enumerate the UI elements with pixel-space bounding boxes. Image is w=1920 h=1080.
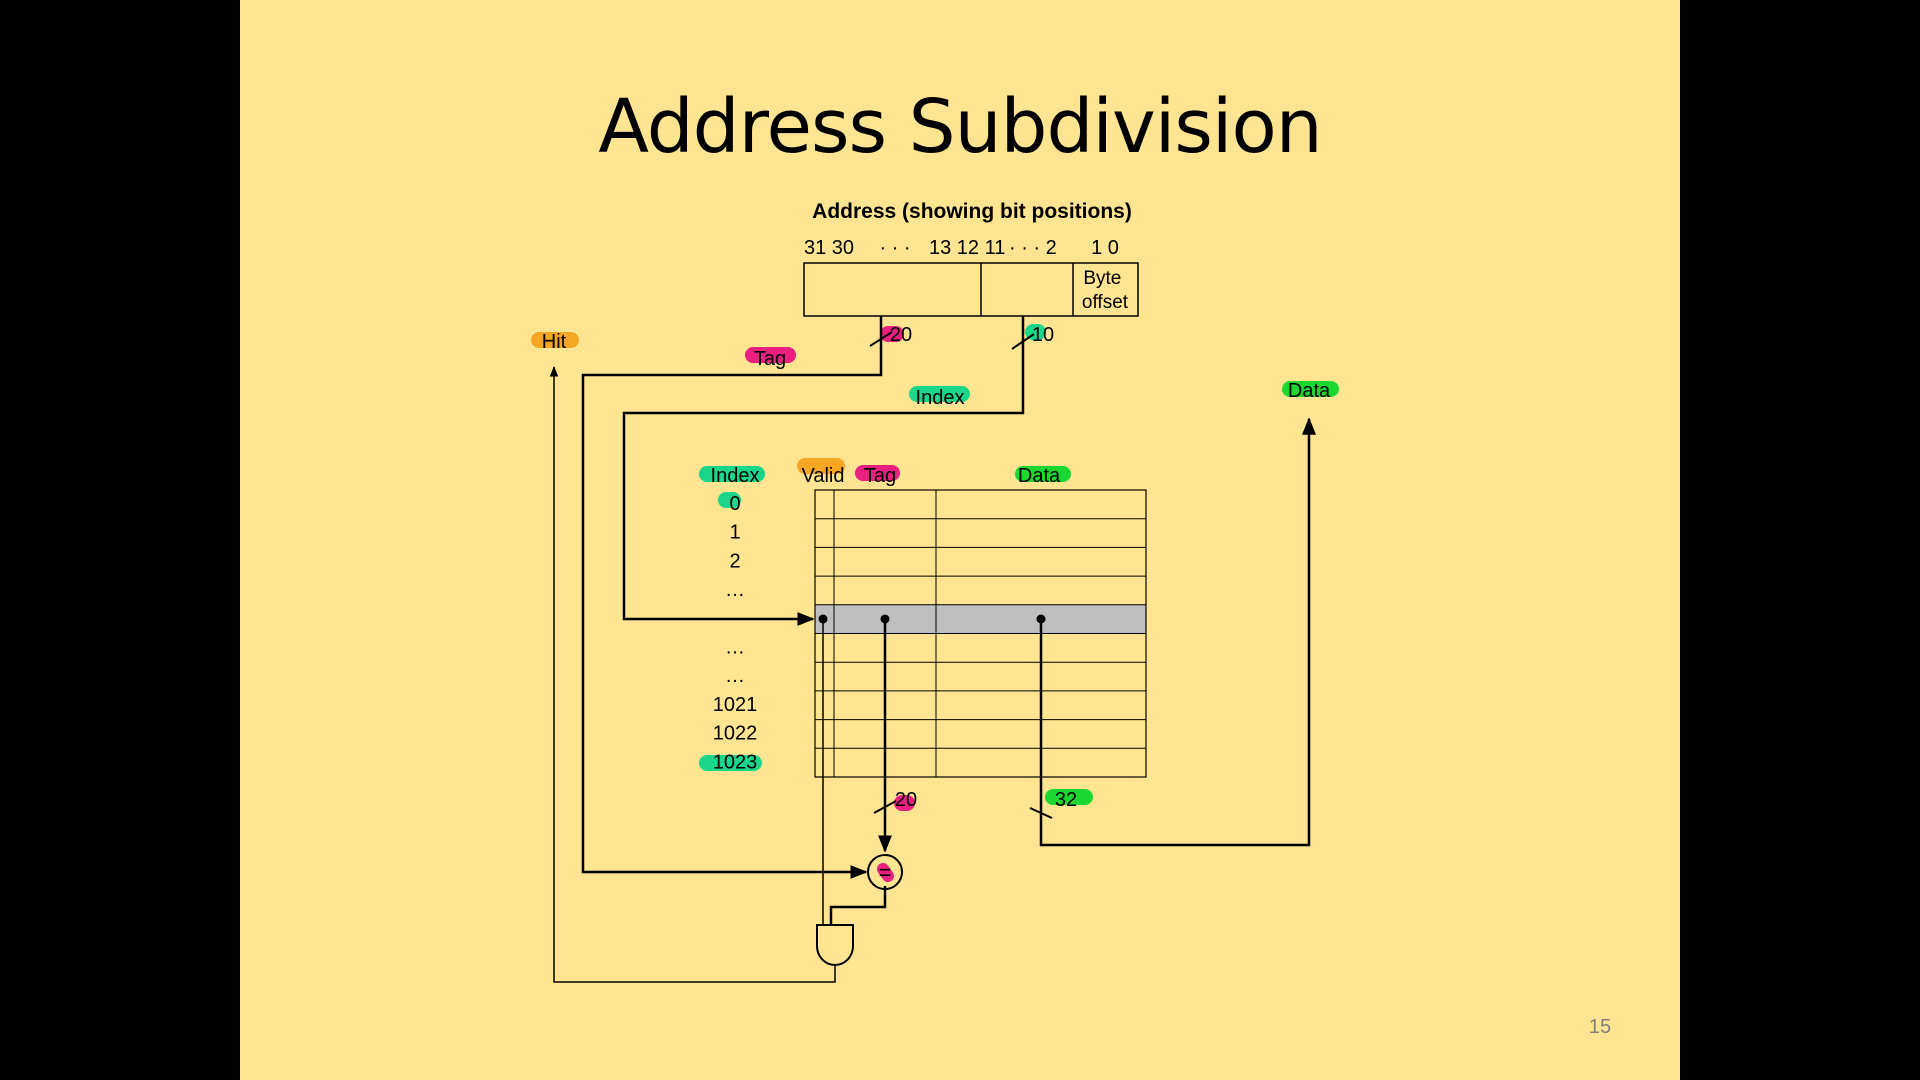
comparator: =	[867, 854, 903, 890]
hit-wire	[549, 365, 836, 983]
tag-wire	[581, 316, 883, 879]
cache-table: Index Valid Tag Data 0 1 2 … … … 1021 1022 1023	[711, 465, 1147, 778]
bits-31-30: 31 30	[804, 237, 854, 259]
comparator-highlight	[877, 863, 894, 882]
slide-number: 15	[1588, 1016, 1612, 1038]
row-index-label: 1022	[713, 723, 758, 745]
data-out-wire	[1039, 417, 1316, 847]
address-box	[803, 262, 1139, 317]
table-header-valid: Valid	[802, 465, 845, 487]
tag-width-label: 20	[890, 324, 912, 346]
row-index-column: 0 1 2 … … … 1021 1022 1023	[713, 493, 758, 773]
row-index-label: 1021	[713, 694, 758, 716]
address-register: Address (showing bit positions) 31 30 · …	[803, 200, 1139, 317]
tag-label: Tag	[754, 348, 786, 370]
bits-ellipsis-1: · · ·	[879, 237, 910, 259]
compare-result-wire	[829, 886, 887, 925]
index-label: Index	[916, 387, 965, 409]
table-header-data: Data	[1018, 465, 1061, 487]
bits-13-12-11: 13 12 11	[929, 237, 1005, 259]
bits-1-0: 1 0	[1091, 237, 1119, 259]
wires	[581, 316, 1316, 925]
index-width-label: 10	[1032, 324, 1054, 346]
data-width-label: 32	[1055, 789, 1077, 811]
selected-row	[815, 605, 1146, 633]
row-index-label: 1	[729, 522, 740, 544]
thin-wires	[549, 365, 836, 983]
table-header-tag: Tag	[864, 465, 896, 487]
comparator-symbol: =	[879, 860, 892, 885]
hit-label: Hit	[542, 331, 567, 353]
row-index-label: …	[725, 665, 745, 687]
width-slashes	[869, 331, 1053, 819]
address-subdivision-diagram: Address (showing bit positions) 31 30 · …	[531, 200, 1339, 983]
address-heading: Address (showing bit positions)	[812, 200, 1132, 223]
compare-width-label: 20	[895, 789, 917, 811]
index-wire	[622, 316, 1025, 626]
row-index-label: 1023	[713, 751, 758, 773]
junction-dots	[818, 614, 1046, 624]
slide: Address Subdivision Addre	[240, 0, 1680, 1080]
row-index-label: …	[725, 579, 745, 601]
bits-ellipsis-2: · · · 2	[1009, 237, 1057, 259]
slide-title: Address Subdivision	[598, 84, 1322, 170]
row-index-label: 2	[729, 550, 740, 572]
labels: Hit Tag 20 10 Index Data 20 32	[542, 324, 1331, 811]
table-header-index: Index	[711, 465, 760, 487]
and-gate	[816, 924, 854, 966]
row-index-label: 0	[729, 493, 740, 515]
row-index-label: …	[725, 637, 745, 659]
byte-offset-label: Byte offset	[1082, 268, 1129, 313]
data-label: Data	[1288, 380, 1331, 402]
